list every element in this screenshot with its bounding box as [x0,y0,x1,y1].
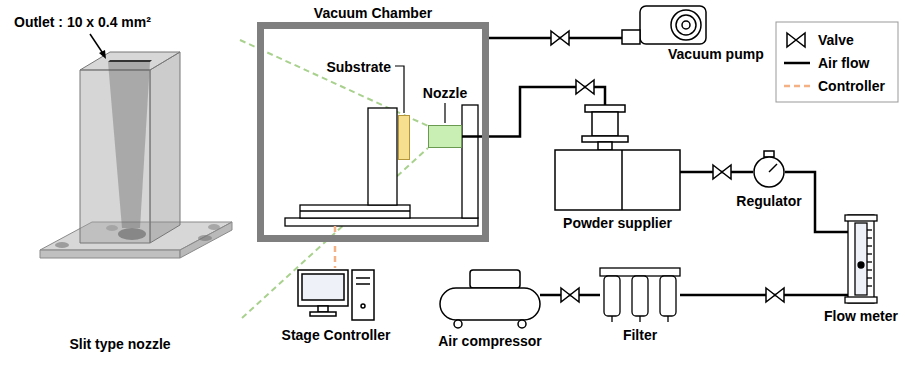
node-label: Air compressor [438,333,541,349]
regulator-node: Regulator [753,156,785,188]
valve-symbol [576,80,594,94]
leader-line [395,66,404,113]
figure-label: Slit type nozzle [69,336,170,352]
zoom-line [242,148,428,318]
nozzle-node: Nozzle [428,125,462,148]
substrate-node: Substrate [398,115,410,160]
vacuum-pump-node: Vacuum pump [622,4,708,46]
legend-airflow-sample [784,62,810,65]
valve-symbol [561,288,579,302]
zoom-line [240,40,428,126]
valve-symbol [766,288,784,302]
controller-line [334,226,337,268]
flow-meter-node: Flow meter [848,215,874,303]
filter-icon [600,268,680,322]
legend-text: Valve [818,32,854,48]
filter-node: Filter [600,268,680,322]
node-label: Vacuum Chamber [264,5,482,21]
vacuum-pump-icon [622,6,706,44]
node-label: Filter [623,327,657,343]
node-label: Nozzle [423,85,467,101]
regulator-icon [754,151,784,187]
flow-meter-icon [845,215,877,303]
node-label: Flow meter [824,308,898,324]
node-label: Powder supplier [563,215,672,231]
legend-text: Air flow [818,55,869,71]
stage-figure [285,105,478,226]
legend-controller-sample [784,85,810,88]
leader-line [444,103,445,123]
slit-nozzle-figure [40,34,232,258]
valve-symbol [713,165,731,179]
legend-text: Controller [818,78,885,94]
node-label: Substrate [326,59,391,75]
legend-valve-sample [787,33,805,47]
computer-icon [298,270,374,320]
legend-box [776,22,898,102]
node-label: Stage Controller [282,327,391,343]
powder-supplier-icon [555,105,680,210]
node-label: Regulator [736,193,801,209]
vacuum-chamber-node: Vacuum ChamberSubstrateNozzle [257,22,489,242]
powder-supplier-node: Powder supplier [555,105,680,210]
figure-label: Outlet : 10 x 0.4 mm² [14,14,151,30]
air-compressor-node: Air compressor [440,268,540,328]
air-compressor-icon [440,270,540,328]
node-label: Vacuum pump [668,46,764,62]
valve-symbol [551,31,569,45]
air-flow-line [680,294,848,297]
stage-controller-node: Stage Controller [298,270,374,322]
